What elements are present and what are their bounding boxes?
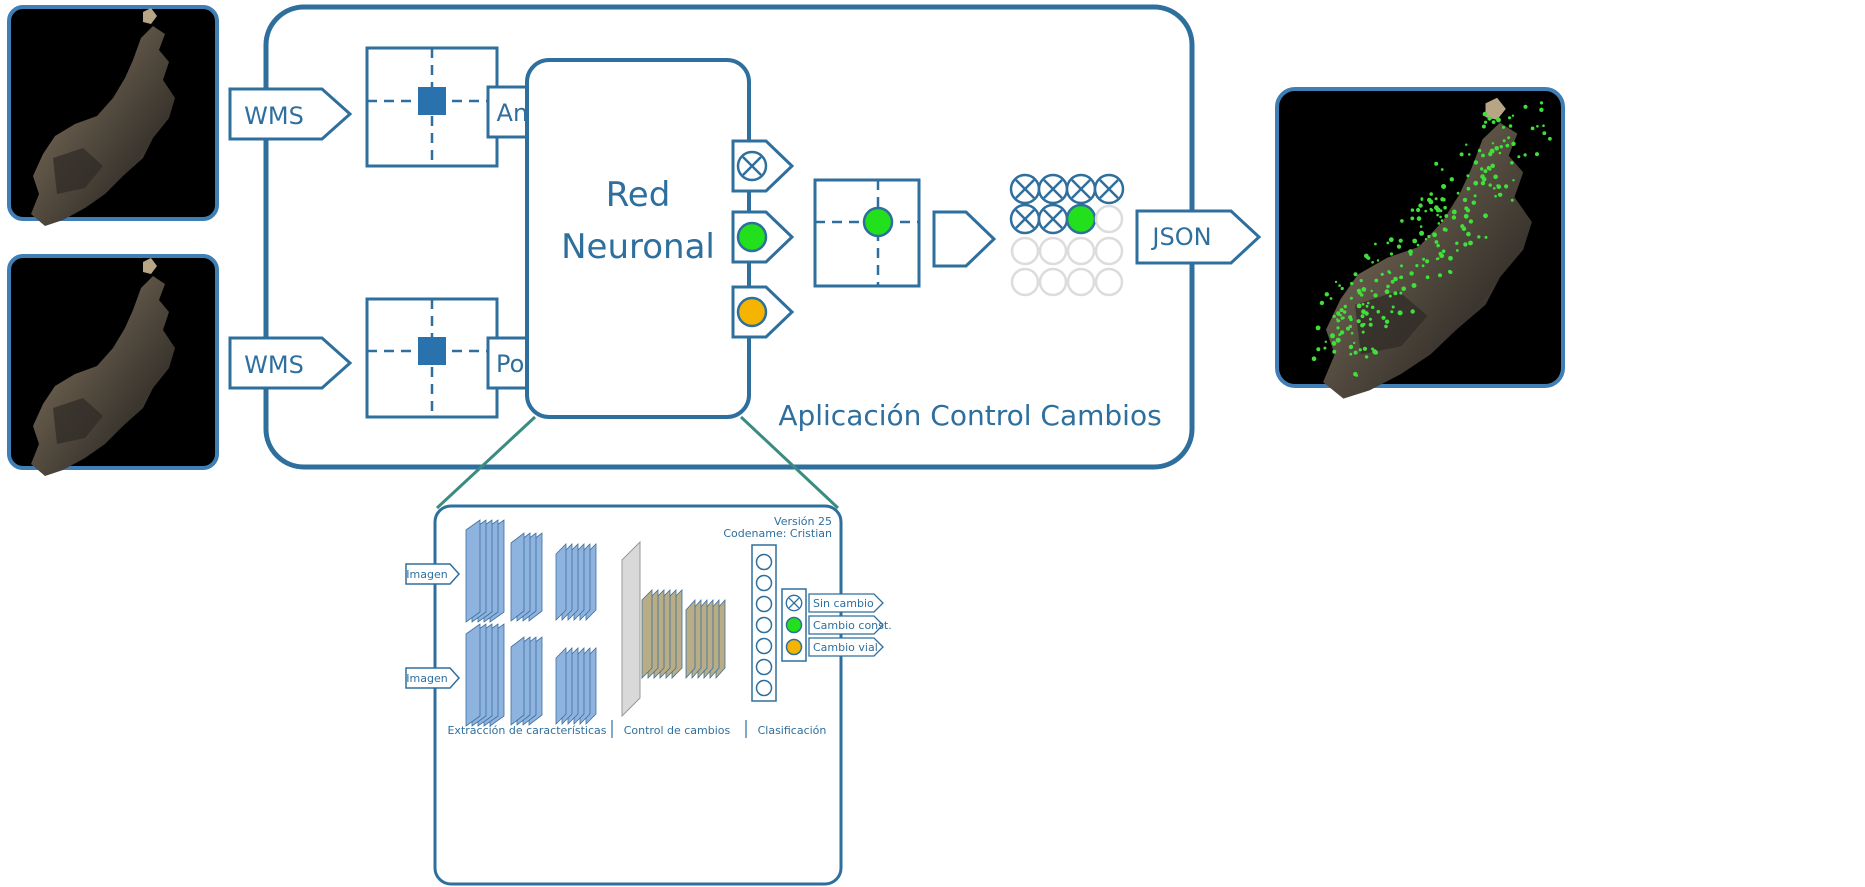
- circle-x-icon: [785, 594, 803, 612]
- orange-dot-icon: [736, 296, 768, 328]
- class-arrow-no-change: Sin cambio: [808, 593, 884, 613]
- result-grid: [1009, 173, 1125, 297]
- version-label: Versión 25: [774, 515, 832, 528]
- output-image: [1275, 87, 1565, 399]
- class-label: Cambio const.: [813, 619, 892, 632]
- wms-label: WMS: [244, 351, 304, 379]
- crosshair-square-result: [813, 178, 921, 288]
- green-dot-icon: [785, 616, 803, 634]
- detail-input-arrow-top: Imagen: [405, 563, 461, 585]
- dense-nodes: [755, 553, 773, 697]
- section-label-extraction: Extracción de características: [447, 724, 606, 737]
- network-title-line2: Neuronal: [561, 227, 715, 267]
- detail-input-arrow-bottom: Imagen: [405, 667, 461, 689]
- network-detail-panel: Versión 25 Codename: Cristian Imagen Ima…: [405, 504, 892, 886]
- imagen-label: Imagen: [406, 672, 447, 685]
- section-label-classification: Clasificación: [758, 724, 827, 737]
- imagen-label: Imagen: [406, 568, 447, 581]
- class-arrow-construction: Cambio const.: [808, 615, 892, 635]
- accumulate-arrow: [932, 210, 997, 268]
- crosshair-green-dot: [862, 206, 894, 238]
- section-label-control: Control de cambios: [624, 724, 731, 737]
- wms-arrow-top: WMS: [228, 87, 353, 141]
- crosshair-square-bottom: [365, 297, 499, 419]
- feature-extraction-layers: [465, 519, 726, 727]
- class-label: Cambio vial: [813, 641, 878, 654]
- class-arrow-road: Cambio vial: [808, 637, 884, 657]
- crosshair-square-top: [365, 46, 499, 168]
- neural-network-box: Red Neuronal: [525, 58, 751, 419]
- orange-dot-icon: [785, 638, 803, 656]
- connector-line-left: [435, 415, 537, 510]
- input-image-bottom: [7, 254, 219, 476]
- codename-label: Codename: Cristian: [723, 527, 832, 540]
- json-label: JSON: [1150, 223, 1211, 251]
- output-tag-no-change: [731, 139, 795, 193]
- output-tag-road: [731, 285, 795, 339]
- circle-x-icon: [736, 150, 768, 182]
- change-control-slab: [621, 540, 641, 718]
- application-title: Aplicación Control Cambios: [778, 399, 1161, 432]
- blue-square-marker: [418, 87, 446, 115]
- connector-line-right: [739, 415, 840, 510]
- class-label: Sin cambio: [813, 597, 874, 610]
- output-tag-construction: [731, 210, 795, 264]
- json-arrow: JSON: [1135, 209, 1262, 265]
- change-detection-dots: [1311, 101, 1552, 377]
- network-title-line1: Red: [606, 175, 671, 215]
- wms-label: WMS: [244, 102, 304, 130]
- blue-square-marker: [418, 337, 446, 365]
- input-image-top: [7, 5, 219, 226]
- wms-arrow-bottom: WMS: [228, 336, 353, 390]
- green-dot-icon: [736, 221, 768, 253]
